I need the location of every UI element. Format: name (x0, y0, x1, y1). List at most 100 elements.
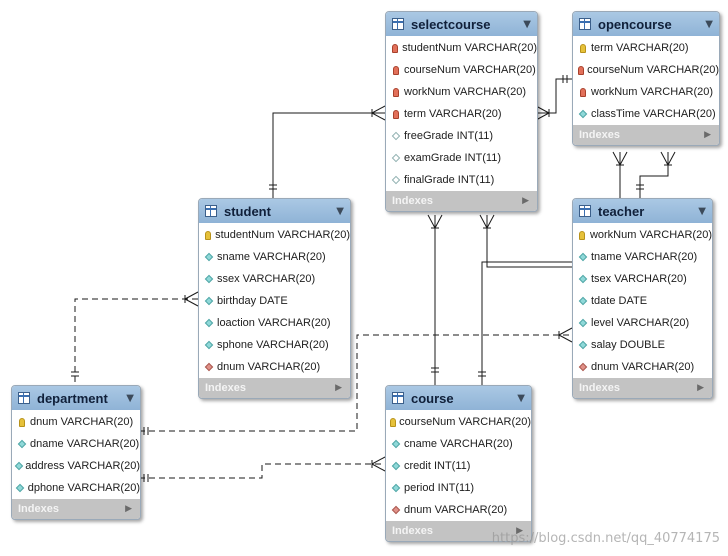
table-department[interactable]: department▼ dnum VARCHAR(20) dname VARCHAR… (11, 385, 141, 520)
column-row[interactable]: ssex VARCHAR(20) (199, 268, 350, 290)
column-row[interactable]: workNum VARCHAR(20) (573, 224, 712, 246)
expand-arrow-icon[interactable]: ▶ (704, 130, 711, 140)
expand-arrow-icon[interactable]: ▶ (516, 526, 523, 536)
primary-key-icon (577, 230, 587, 240)
column-row[interactable]: workNum VARCHAR(20) (386, 81, 537, 103)
column-diamond-icon (203, 296, 214, 306)
many-mark (486, 214, 495, 229)
table-header[interactable]: course▼ (386, 386, 531, 410)
expand-arrow-icon[interactable]: ▶ (335, 383, 342, 393)
indexes-footer[interactable]: Indexes▶ (386, 521, 531, 541)
column-row[interactable]: period INT(11) (386, 477, 531, 499)
column-diamond-icon (14, 461, 24, 471)
column-text: period INT(11) (404, 482, 475, 494)
table-student[interactable]: student▼studentNum VARCHAR(20) sname VARC… (198, 198, 351, 399)
column-row[interactable]: loaction VARCHAR(20) (199, 312, 350, 334)
column-row[interactable]: dname VARCHAR(20) (12, 433, 140, 455)
indexes-label: Indexes (579, 129, 620, 141)
column-diamond-icon (577, 318, 588, 328)
column-row[interactable]: cname VARCHAR(20) (386, 433, 531, 455)
column-row[interactable]: courseNum VARCHAR(20) (386, 59, 537, 81)
many-mark (660, 151, 669, 166)
column-text: freeGrade INT(11) (404, 130, 494, 142)
relationship-line (272, 112, 385, 198)
column-text: courseNum VARCHAR(20) (587, 64, 719, 76)
column-text: classTime VARCHAR(20) (591, 108, 716, 120)
nullable-column-icon (390, 153, 401, 163)
column-row[interactable]: address VARCHAR(20) (12, 455, 140, 477)
table-selectcourse[interactable]: selectcourse▼studentNum VARCHAR(20)cours… (385, 11, 538, 212)
column-text: dname VARCHAR(20) (30, 438, 140, 450)
table-course[interactable]: course▼courseNum VARCHAR(20)cname VARCHA… (385, 385, 532, 542)
column-row[interactable]: studentNum VARCHAR(20) (199, 224, 350, 246)
collapse-toggle-icon[interactable]: ▼ (523, 18, 531, 30)
table-header[interactable]: opencourse▼ (573, 12, 719, 36)
indexes-footer[interactable]: Indexes ▶ (573, 125, 719, 145)
collapse-toggle-icon[interactable]: ▼ (698, 205, 706, 217)
table-header[interactable]: department▼ (12, 386, 140, 410)
table-header[interactable]: selectcourse▼ (386, 12, 537, 36)
column-diamond-icon (577, 252, 588, 262)
expand-arrow-icon[interactable]: ▶ (522, 196, 529, 206)
column-diamond-icon (203, 252, 214, 262)
relationship-line-dashed (139, 463, 385, 479)
table-opencourse[interactable]: opencourse▼term VARCHAR(20) courseNum VAR… (572, 11, 720, 146)
column-row[interactable]: courseNum VARCHAR(20) (386, 411, 531, 433)
table-icon (392, 392, 404, 404)
column-row[interactable]: dnum VARCHAR(20) (386, 499, 531, 521)
column-text: dphone VARCHAR(20) (27, 482, 140, 494)
table-teacher[interactable]: teacher▼workNum VARCHAR(20)tname VARCHAR… (572, 198, 713, 399)
column-row[interactable]: workNum VARCHAR(20) (573, 81, 719, 103)
column-row[interactable]: sname VARCHAR(20) (199, 246, 350, 268)
indexes-footer[interactable]: Indexes▶ (12, 499, 140, 519)
expand-arrow-icon[interactable]: ▶ (697, 383, 704, 393)
column-row[interactable]: studentNum VARCHAR(20) (386, 37, 537, 59)
column-row[interactable]: freeGrade INT(11) (386, 125, 537, 147)
column-row[interactable]: dnum VARCHAR(20) (12, 411, 140, 433)
column-row[interactable]: salay DOUBLE (573, 334, 712, 356)
relationship-line-dashed (74, 298, 198, 385)
column-row[interactable]: classTime VARCHAR(20) (573, 103, 719, 125)
collapse-toggle-icon[interactable]: ▼ (705, 18, 713, 30)
primary-key-icon (577, 43, 588, 53)
column-row[interactable]: credit INT(11) (386, 455, 531, 477)
column-text: credit INT(11) (404, 460, 471, 472)
indexes-footer[interactable]: Indexes▶ (199, 378, 350, 398)
primary-key-icon (16, 417, 27, 427)
column-text: dnum VARCHAR(20) (217, 361, 321, 373)
column-row[interactable]: dphone VARCHAR(20) (12, 477, 140, 499)
collapse-toggle-icon[interactable]: ▼ (517, 392, 525, 404)
column-row[interactable]: dnum VARCHAR(20) (199, 356, 350, 378)
expand-arrow-icon[interactable]: ▶ (125, 504, 132, 514)
column-diamond-icon (203, 340, 214, 350)
column-text: address VARCHAR(20) (25, 460, 140, 472)
many-mark (371, 105, 386, 114)
indexes-footer[interactable]: Indexes▶ (573, 378, 712, 398)
column-text: sname VARCHAR(20) (217, 251, 326, 263)
indexes-footer[interactable]: Indexes▶ (386, 191, 537, 211)
column-row[interactable]: finalGrade INT(11) (386, 169, 537, 191)
column-text: dnum VARCHAR(20) (30, 416, 134, 428)
column-row[interactable]: tsex VARCHAR(20) (573, 268, 712, 290)
column-row[interactable]: birthday DATE (199, 290, 350, 312)
table-header[interactable]: teacher▼ (573, 199, 712, 223)
column-row[interactable]: term VARCHAR(20) (386, 103, 537, 125)
relationship-line (639, 152, 669, 198)
column-diamond-icon (577, 109, 588, 119)
column-row[interactable]: tdate DATE (573, 290, 712, 312)
column-text: workNum VARCHAR(20) (404, 86, 527, 98)
column-row[interactable]: tname VARCHAR(20) (573, 246, 712, 268)
collapse-toggle-icon[interactable]: ▼ (126, 392, 134, 404)
column-text: examGrade INT(11) (404, 152, 501, 164)
column-row[interactable]: sphone VARCHAR(20) (199, 334, 350, 356)
column-row[interactable]: courseNum VARCHAR(20) (573, 59, 719, 81)
table-header[interactable]: student▼ (199, 199, 350, 223)
column-row[interactable]: level VARCHAR(20) (573, 312, 712, 334)
many-mark (667, 151, 676, 166)
collapse-toggle-icon[interactable]: ▼ (336, 205, 344, 217)
column-row[interactable]: examGrade INT(11) (386, 147, 537, 169)
column-list: studentNum VARCHAR(20)courseNum VARCHAR(… (386, 36, 537, 191)
column-diamond-icon (16, 439, 27, 449)
column-row[interactable]: term VARCHAR(20) (573, 37, 719, 59)
column-row[interactable]: dnum VARCHAR(20) (573, 356, 712, 378)
